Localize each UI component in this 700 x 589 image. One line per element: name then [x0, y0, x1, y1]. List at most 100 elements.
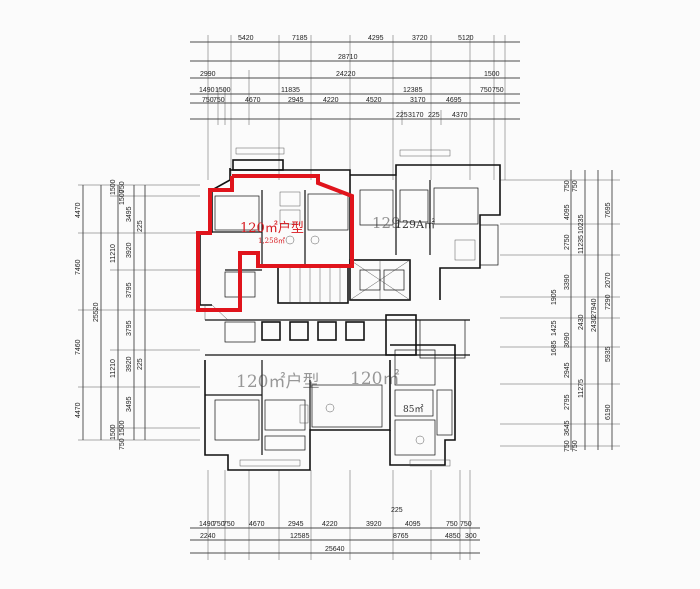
top-dimension-lines: 5420 7185 4295 3720 5120 28710 2990 2422…	[190, 35, 520, 180]
right-dim-c3-1: 27940	[591, 298, 598, 318]
highlighted-unit: 120㎡户型 1,258㎡	[196, 174, 354, 312]
top-dim-2: 7185	[292, 35, 308, 42]
left-dim-i10: 750	[119, 438, 126, 450]
bottom-dim-r2-c: 8765	[393, 533, 409, 540]
right-dim-c2-1: 10235	[578, 214, 585, 234]
right-dim-c1-9: 2945	[564, 362, 571, 378]
right-dim-c4-2: 7290	[605, 294, 612, 310]
top-dim-r3-c: 1500	[484, 71, 500, 78]
bottom-dim-r1-d: 4670	[249, 521, 265, 528]
top-dim-r5-d: 2945	[288, 97, 304, 104]
unit-label-120-shadow: 120㎡户型	[236, 372, 319, 392]
bottom-dim-r1-i: 750	[446, 521, 458, 528]
right-dim-c4-1: 2070	[605, 272, 612, 288]
left-dim-i4: 3795	[126, 320, 133, 336]
left-dim-i9: 750	[119, 181, 126, 193]
top-dim-4: 3720	[412, 35, 428, 42]
bottom-dim-r1-e: 2945	[288, 521, 304, 528]
right-dim-c1-5: 1905	[551, 289, 558, 305]
top-dim-total: 28710	[338, 54, 358, 61]
right-dim-c2-0: 11235	[578, 235, 585, 254]
right-dim-c1-11: 3645	[564, 420, 571, 436]
left-dim-i2: 3920	[126, 242, 133, 258]
right-dim-c3-3: 6190	[605, 404, 612, 420]
building-walls	[199, 147, 501, 471]
top-dim-r3-b: 24220	[336, 71, 356, 78]
right-dim-c1-0: 750	[564, 180, 571, 192]
top-dim-r4-f: 750	[492, 87, 504, 94]
right-dim-c2-2: 2430	[578, 314, 585, 330]
left-dim-m4: 1500	[110, 424, 117, 440]
right-dim-labels: 750 750 4095 2750 3390 1905 1425 1685 30…	[551, 180, 612, 452]
unit-label-85: 85㎡	[403, 404, 423, 415]
top-dim-r5-b: 750	[213, 97, 225, 104]
left-dim-o2: 7460	[75, 259, 82, 275]
bottom-dim-r2-e: 300	[465, 533, 477, 540]
right-dim-c1-7: 1685	[551, 340, 558, 356]
unit-label-120: 120㎡	[350, 369, 399, 389]
bottom-dim-mid: 225	[391, 507, 403, 514]
bottom-dim-r2-d: 4850	[445, 533, 461, 540]
bottom-dim-total: 25640	[325, 546, 345, 553]
right-dim-c1-1: 750	[572, 180, 579, 192]
bottom-dim-r2-a: 2240	[200, 533, 216, 540]
bottom-dim-r1-f: 4220	[322, 521, 338, 528]
top-dim-1: 5420	[238, 35, 254, 42]
top-dim-r5-f: 4520	[366, 97, 382, 104]
right-dimension-lines: 750 750 4095 2750 3390 1905 1425 1685 30…	[500, 170, 620, 452]
left-dim-o3: 25520	[93, 302, 100, 322]
top-dim-r4-c: 11835	[281, 87, 300, 94]
right-dim-c2-3: 11275	[578, 379, 585, 398]
left-dim-i5: 3920	[126, 356, 133, 372]
top-dim-r4-b: 1500	[215, 87, 231, 94]
left-dim-m1: 11210	[110, 244, 117, 263]
unit-label-129a: 129A㎡	[395, 218, 435, 231]
right-dim-c3-0: 7695	[605, 202, 612, 218]
right-dim-c1-6: 1425	[551, 320, 558, 336]
left-dim-i3: 3795	[126, 282, 133, 298]
right-dim-c3-2: 5935	[605, 346, 612, 362]
right-dim-c1-8: 3090	[564, 332, 571, 348]
left-dim-m2: 11210	[110, 359, 117, 378]
right-dim-c1-3: 2750	[564, 234, 571, 250]
left-dim-i11: 1500	[119, 189, 126, 205]
right-dim-c1-10: 2795	[564, 394, 571, 410]
bottom-dim-r1-c: 750	[223, 521, 235, 528]
unit-labels: 129A㎡ 129 120㎡户型 120㎡ 85㎡	[236, 214, 435, 415]
highlight-unit-area: 1,258㎡	[258, 237, 285, 245]
left-dim-i12: 1500	[119, 420, 126, 436]
top-dim-r4-e: 750	[480, 87, 492, 94]
top-dim-r5-c: 4670	[245, 97, 261, 104]
top-dim-r4-d: 12385	[403, 87, 423, 94]
top-dim-r5-e: 4220	[323, 97, 339, 104]
bottom-dim-r1-b: 750	[213, 521, 225, 528]
left-dim-i7: 225	[137, 220, 144, 232]
top-dim-r5-h: 4695	[446, 97, 462, 104]
left-dim-labels: 4470 7460 25520 7460 4470 11210 11210 15…	[75, 179, 144, 450]
bottom-dim-r1-j: 750	[460, 521, 472, 528]
top-dim-r6-a: 225	[396, 112, 408, 119]
right-dim-c4-0: 2430	[591, 316, 598, 332]
left-dim-m3: 1500	[110, 179, 117, 195]
left-dim-o5: 4470	[75, 402, 82, 418]
left-dim-i6: 3495	[126, 396, 133, 412]
left-dim-i1: 3495	[126, 206, 133, 222]
bottom-dim-r2-b: 12585	[290, 533, 310, 540]
top-dim-r3-a: 2990	[200, 71, 216, 78]
right-dim-c1-12: 750	[564, 440, 571, 452]
left-dim-o4: 7460	[75, 339, 82, 355]
right-dim-c1-2: 4095	[564, 204, 571, 220]
top-dim-r6-d: 4370	[452, 112, 468, 119]
left-dimension-lines: 4470 7460 25520 7460 4470 11210 11210 15…	[75, 179, 200, 450]
top-dim-5: 5120	[458, 35, 474, 42]
top-dim-3: 4295	[368, 35, 384, 42]
top-dim-r6-b: 3170	[408, 112, 424, 119]
left-dim-i8: 225	[137, 358, 144, 370]
bottom-dim-r1-a: 1490	[199, 521, 215, 528]
top-dim-r5-a: 750	[202, 97, 214, 104]
right-dim-c1-4: 3390	[564, 274, 571, 290]
top-dim-r6-c: 225	[428, 112, 440, 119]
unit-label-129: 129	[372, 214, 401, 232]
